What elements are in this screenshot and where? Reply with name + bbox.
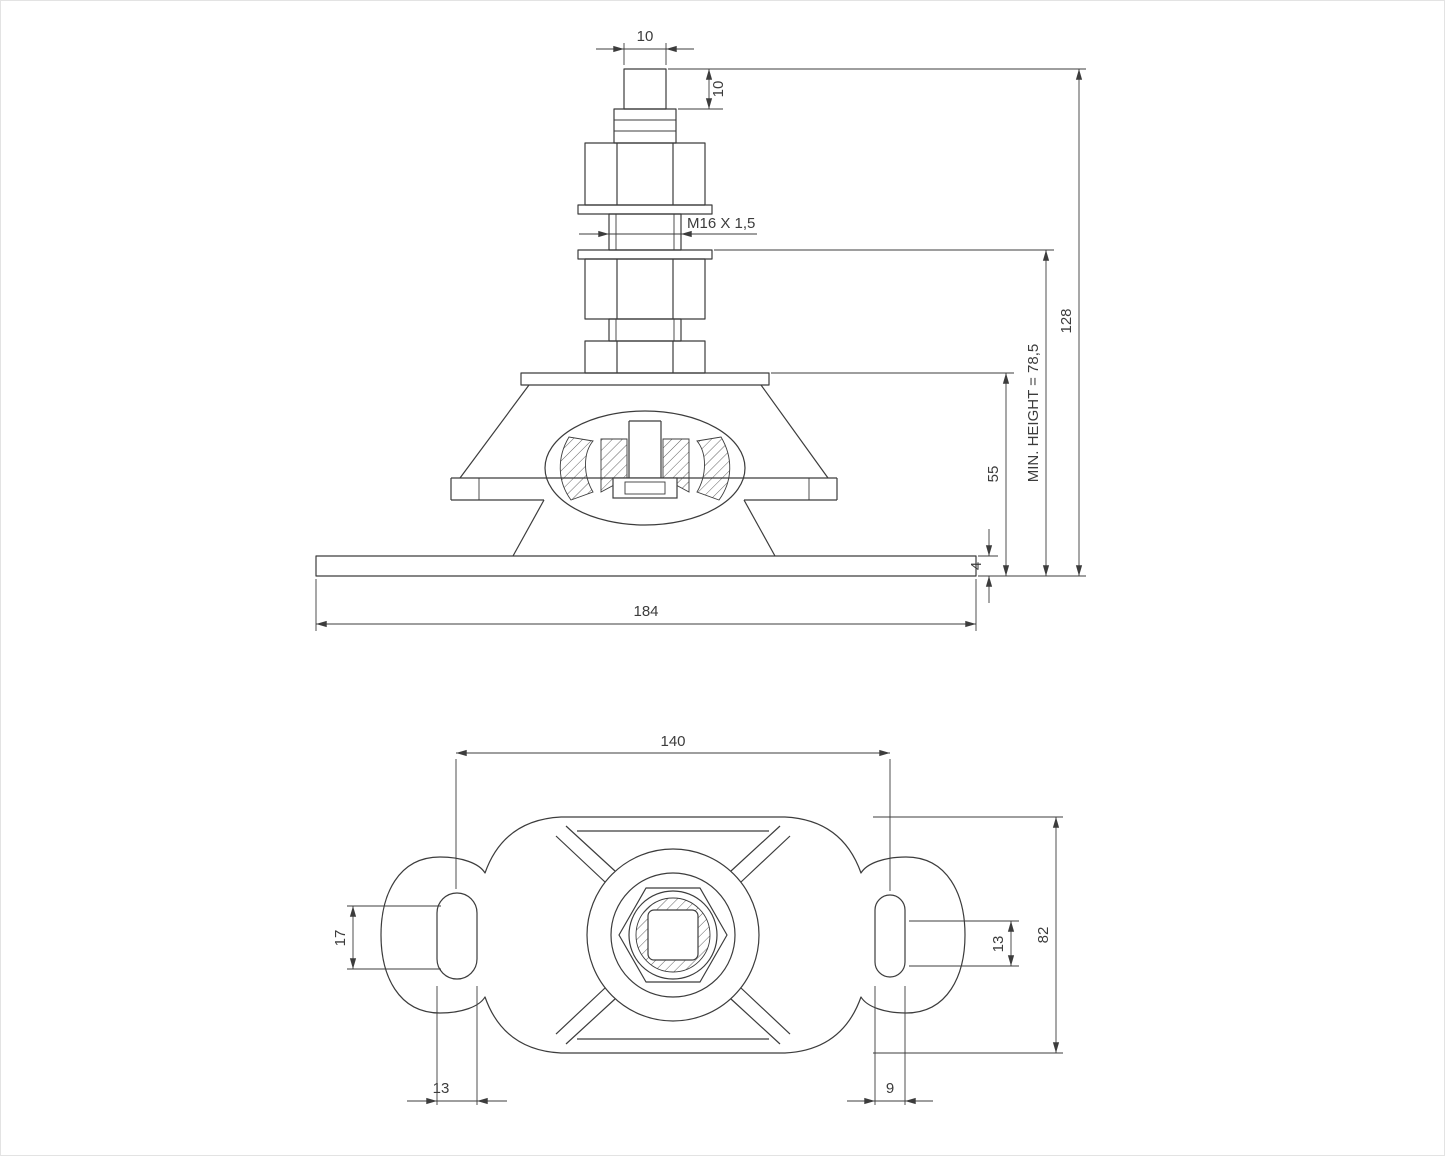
side-elevation-view: 10 10 M16 X 1,5 128 — [315, 28, 1086, 631]
center-square-hole — [647, 909, 699, 961]
threaded-rod-upper — [608, 213, 682, 251]
jam-nut — [584, 340, 706, 374]
dim-base-thickness: 4 — [968, 529, 993, 603]
dim-stud-top-height: 10 — [678, 69, 727, 110]
hex-nut-lower — [584, 258, 706, 320]
rubber-hatch-left-outer — [559, 436, 594, 501]
side-dimensions: 10 10 M16 X 1,5 128 — [315, 28, 1086, 631]
boss-middle-circle — [610, 872, 736, 998]
threaded-rod-lower — [608, 318, 682, 342]
dim-label-stud-width: 10 — [637, 28, 654, 45]
plan-outline — [380, 816, 966, 1054]
dim-label-right-slot-offset: 13 — [990, 936, 1007, 953]
dim-label-base-width: 184 — [633, 603, 658, 620]
dim-label-thread-spec: M16 X 1,5 — [687, 215, 755, 232]
washer-lower — [577, 249, 713, 260]
dim-overall-height: 128 — [1058, 69, 1083, 576]
top-plate — [520, 372, 770, 386]
base-plate — [315, 555, 977, 577]
dim-left-slot-width: 13 — [407, 986, 507, 1105]
rubber-hatch-right-outer — [696, 436, 731, 501]
dim-label-min-height: MIN. HEIGHT = 78,5 — [1025, 344, 1042, 483]
dim-stud-width: 10 — [596, 28, 694, 65]
stud-top-stub — [623, 68, 667, 110]
washer-upper — [577, 204, 713, 215]
plan-center-boss — [586, 848, 760, 1022]
dim-right-slot-width: 9 — [847, 986, 933, 1105]
dim-label-stud-top-height: 10 — [710, 81, 727, 98]
rubber-element-section — [544, 410, 746, 526]
mount-body — [315, 372, 977, 577]
dim-mount-height: 55 — [985, 373, 1010, 576]
dim-min-height: MIN. HEIGHT = 78,5 — [1025, 249, 1050, 576]
boss-outer-circle — [586, 848, 760, 1022]
right-mounting-slot — [874, 894, 906, 978]
plan-x-ribs — [555, 825, 791, 1045]
dim-hole-center-distance: 140 — [455, 733, 891, 891]
dim-thread-spec: M16 X 1,5 — [579, 215, 757, 238]
dim-label-base-thickness: 4 — [968, 562, 985, 570]
mount-plan-outline — [380, 816, 966, 1054]
dim-left-slot-length: 17 — [332, 905, 441, 970]
plan-dimensions: 140 82 17 13 — [332, 733, 1063, 1105]
dim-label-overall-depth: 82 — [1035, 927, 1052, 944]
dim-label-mount-height: 55 — [985, 466, 1002, 483]
plan-view: 140 82 17 13 — [332, 733, 1063, 1105]
captive-nut — [612, 477, 678, 499]
dim-overall-depth: 82 — [873, 816, 1063, 1054]
stud-upper-thread — [613, 108, 677, 144]
center-hex-nut — [618, 887, 728, 983]
dim-label-right-slot-width: 9 — [886, 1080, 894, 1097]
dim-right-slot-offset: 13 — [909, 920, 1019, 967]
dim-label-overall-height: 128 — [1058, 308, 1075, 333]
dim-label-left-slot-width: 13 — [433, 1080, 450, 1097]
dim-label-hole-center-distance: 140 — [660, 733, 685, 750]
dim-label-left-slot-length: 17 — [332, 930, 349, 947]
left-mounting-slot — [436, 892, 478, 980]
hex-nut-upper — [584, 142, 706, 206]
dim-base-width: 184 — [315, 579, 977, 631]
